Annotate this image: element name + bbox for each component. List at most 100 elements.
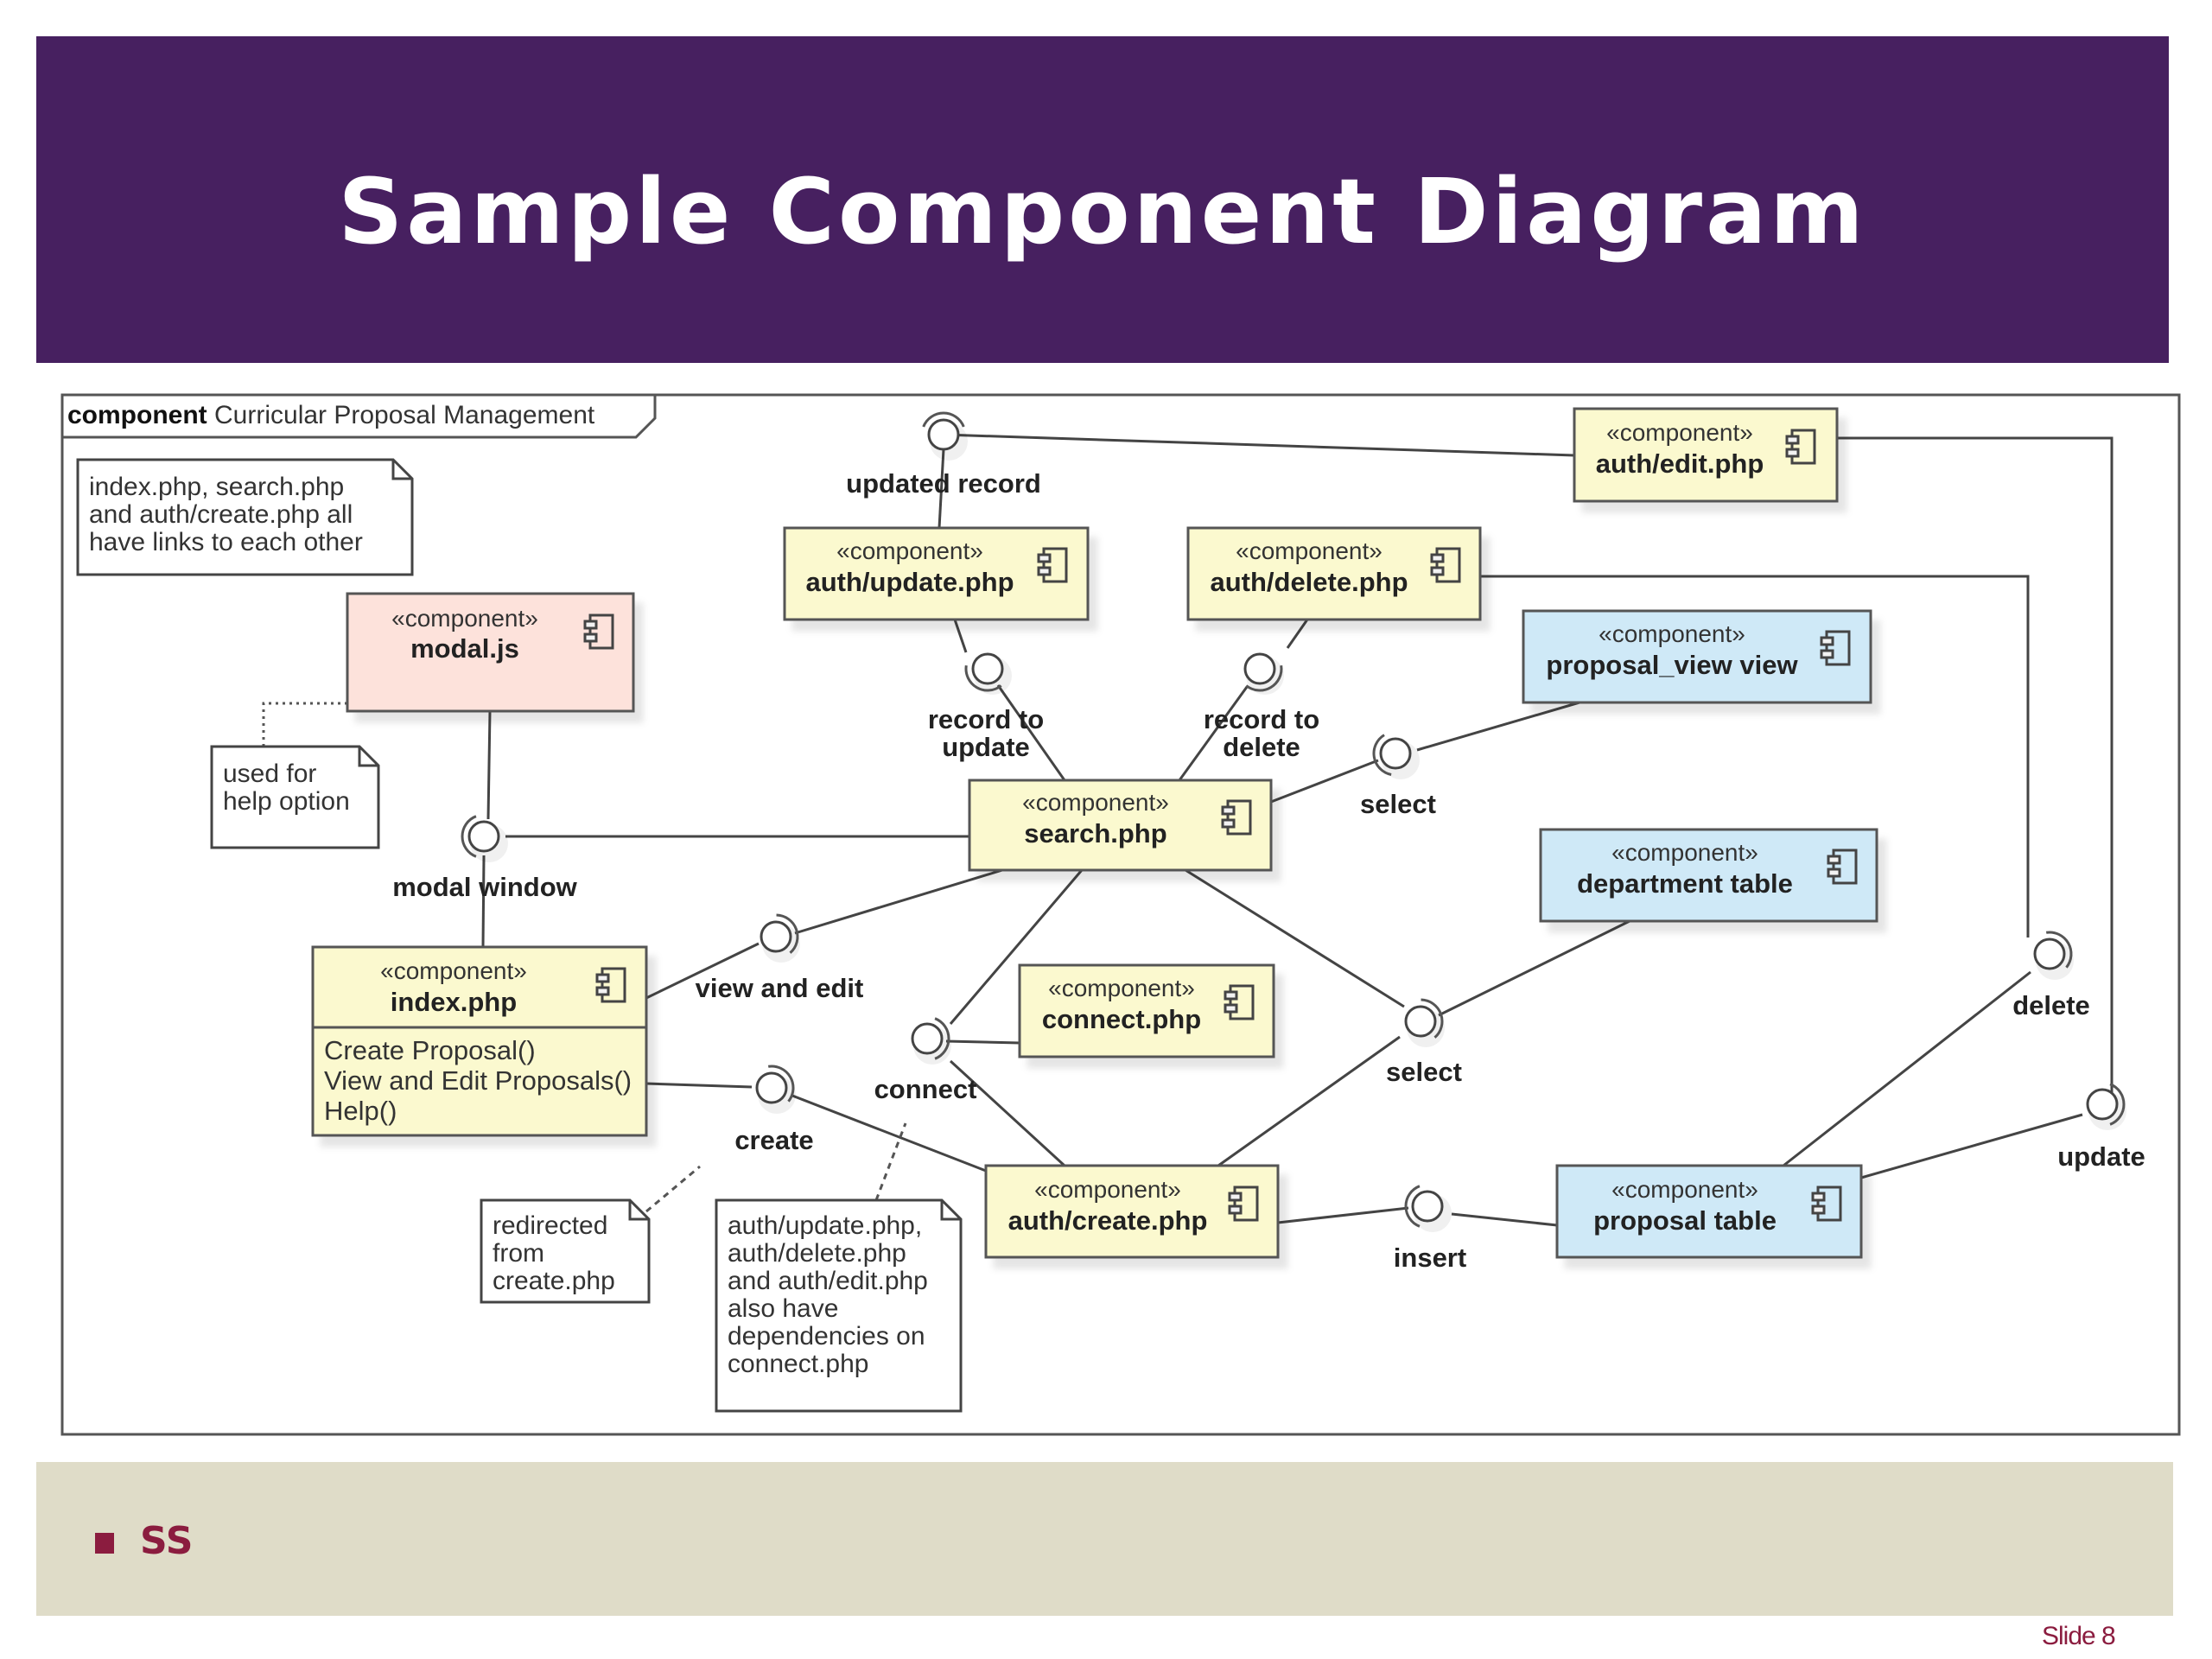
edge-modal-js-help-note — [262, 702, 347, 747]
edge-index-create — [645, 1082, 753, 1089]
svg-text:«component»: «component» — [1048, 975, 1195, 1001]
edge-create-auth-create — [791, 1094, 987, 1173]
iface-label-connect: connect — [874, 1074, 977, 1104]
svg-text:«component»: «component» — [380, 957, 527, 984]
interface-select-top-icon — [1372, 734, 1420, 779]
iface-label-record-to-update-2: update — [942, 732, 1030, 762]
iface-label-view-and-edit: view and edit — [696, 973, 864, 1003]
iface-label-modal-window: modal window — [392, 872, 577, 902]
edge-proposal-table-delete — [1783, 970, 2031, 1167]
edge-insert-proposal-table — [1451, 1212, 1558, 1227]
svg-text:help option: help option — [223, 787, 350, 816]
interfaces — [461, 411, 2126, 1232]
slide-title: Sample Component Diagram — [338, 159, 1867, 264]
edge-auth-delete-delete — [1480, 575, 2030, 938]
svg-text:create.php: create.php — [493, 1267, 615, 1295]
edge-auth-create-insert — [1277, 1206, 1409, 1224]
iface-label-select-bottom: select — [1386, 1057, 1462, 1087]
note-dependencies: auth/update.php, auth/delete.php and aut… — [715, 1198, 963, 1413]
operation-help: Help() — [324, 1096, 397, 1126]
svg-text:search.php: search.php — [1024, 818, 1166, 849]
component-department-table[interactable]: «component» department table — [1539, 828, 1878, 923]
edge-updated-record-auth-update — [938, 448, 945, 529]
interface-modal-window-icon — [461, 815, 508, 862]
interface-view-and-edit-icon — [760, 913, 800, 963]
note-links: index.php, search.php and auth/create.ph… — [76, 458, 414, 576]
component-modal-js[interactable]: «component» modal.js — [346, 592, 635, 713]
svg-text:auth/update.php,: auth/update.php, — [728, 1211, 922, 1240]
bullet-square-icon — [95, 1533, 114, 1554]
edge-select-bottom-auth-create — [1217, 1035, 1401, 1167]
component-proposal-view[interactable]: «component» proposal_view view — [1522, 609, 1872, 704]
edge-record-delete-search — [1178, 686, 1249, 781]
edge-select-top-proposal-view — [1416, 701, 1580, 752]
svg-text:proposal_view view: proposal_view view — [1546, 650, 1798, 680]
connectors — [262, 433, 2113, 1227]
component-connect[interactable]: «component» connect.php — [1018, 963, 1275, 1058]
operation-view-edit-proposals: View and Edit Proposals() — [324, 1065, 632, 1096]
note-redirected: redirected from create.php — [480, 1198, 651, 1304]
bullet-text: SS — [140, 1519, 194, 1563]
edge-select-bottom-department — [1438, 919, 1630, 1017]
interface-connect-icon — [911, 1017, 951, 1065]
svg-text:department table: department table — [1577, 868, 1793, 899]
edge-view-edit-search — [794, 868, 1003, 935]
edge-search-select-bottom — [1185, 868, 1405, 1008]
svg-text:from: from — [493, 1239, 544, 1268]
iface-label-record-to-delete-2: delete — [1223, 732, 1300, 762]
component-proposal-table[interactable]: «component» proposal table — [1555, 1164, 1863, 1259]
svg-text:«component»: «component» — [836, 537, 983, 564]
svg-text:also have: also have — [728, 1294, 838, 1323]
svg-text:dependencies on: dependencies on — [728, 1322, 925, 1351]
edge-index-view-edit — [645, 942, 760, 1000]
iface-label-record-to-delete-1: record to — [1204, 704, 1319, 734]
svg-text:«component»: «component» — [1599, 620, 1745, 647]
svg-text:auth/update.php: auth/update.php — [805, 567, 1014, 597]
svg-text:index.php, search.php: index.php, search.php — [89, 473, 344, 501]
svg-text:«component»: «component» — [1611, 1176, 1758, 1203]
component-auth-edit[interactable]: «component» auth/edit.php — [1573, 407, 1839, 503]
edge-auth-update-record — [953, 619, 968, 653]
component-auth-create[interactable]: «component» auth/create.php — [984, 1164, 1280, 1259]
content-panel: SS — [36, 1462, 2173, 1616]
interface-updated-record-icon — [922, 411, 968, 461]
svg-text:«component»: «component» — [1034, 1176, 1181, 1203]
slide-header: Sample Component Diagram — [36, 36, 2169, 363]
edge-auth-edit-update — [1837, 436, 2113, 1093]
svg-text:and auth/create.php all: and auth/create.php all — [89, 500, 353, 529]
edge-search-connect — [949, 869, 1084, 1025]
component-search[interactable]: «component» search.php — [968, 779, 1273, 872]
interface-update-icon — [2086, 1083, 2126, 1130]
edge-dependencies-note-connect — [874, 1122, 907, 1201]
interface-insert-icon — [1404, 1185, 1452, 1232]
svg-text:used for: used for — [223, 760, 316, 788]
edge-modal-window-index — [481, 855, 486, 948]
svg-text:«component»: «component» — [1606, 419, 1753, 446]
iface-label-insert: insert — [1394, 1243, 1466, 1273]
interface-create-icon — [755, 1065, 796, 1114]
svg-text:«component»: «component» — [1611, 839, 1758, 866]
iface-label-create: create — [734, 1125, 813, 1155]
svg-text:redirected: redirected — [493, 1211, 607, 1240]
edge-record-update-search — [996, 684, 1066, 781]
interface-select-bottom-icon — [1404, 998, 1445, 1047]
component-auth-update[interactable]: «component» auth/update.php — [783, 526, 1090, 621]
svg-text:auth/edit.php: auth/edit.php — [1596, 448, 1764, 479]
component-auth-delete[interactable]: «component» auth/delete.php — [1186, 526, 1482, 621]
interface-labels: updated record record to update record t… — [392, 468, 2145, 1273]
edge-modal-js-modal-window — [486, 710, 492, 820]
svg-text:connect.php: connect.php — [728, 1350, 868, 1378]
iface-label-update: update — [2057, 1141, 2145, 1172]
iface-label-delete: delete — [2012, 990, 2090, 1020]
edge-search-select-top — [1270, 759, 1379, 804]
note-help: used for help option — [210, 745, 380, 849]
iface-label-record-to-update-1: record to — [928, 704, 1044, 734]
svg-text:auth/delete.php: auth/delete.php — [1210, 567, 1408, 597]
component-index[interactable]: «component» index.php Create Proposal() … — [311, 945, 648, 1137]
frame-label: component Curricular Proposal Management — [67, 401, 595, 429]
edge-connect-auth-create — [949, 1059, 1066, 1167]
operation-create-proposal: Create Proposal() — [324, 1035, 536, 1065]
svg-text:«component»: «component» — [1022, 789, 1169, 816]
svg-text:«component»: «component» — [1236, 537, 1382, 564]
